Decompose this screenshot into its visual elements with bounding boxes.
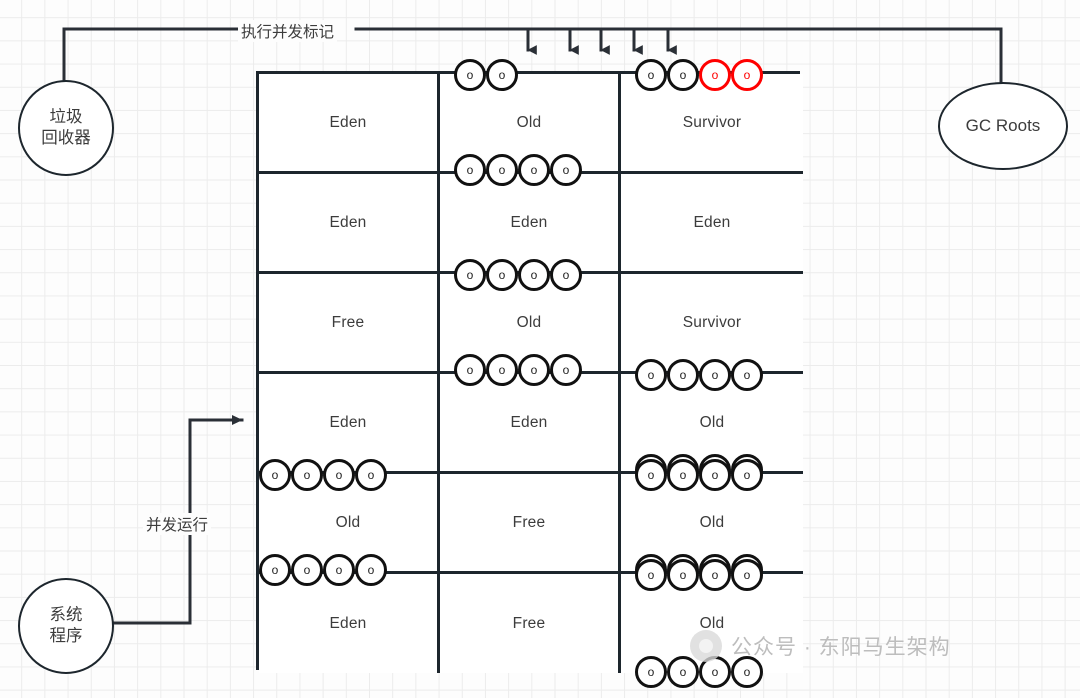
heap-cell-label: Eden — [510, 413, 548, 431]
collector-label-line1: 垃圾 — [49, 107, 83, 126]
object-icon: o — [454, 59, 486, 91]
heap-cell-label: Free — [512, 614, 546, 632]
heap-cell-label: Old — [516, 113, 542, 131]
heap-cell-r3-c3: Survivor — [621, 274, 803, 374]
heap-cell-label: Old — [699, 413, 725, 431]
object-icon: o — [635, 59, 667, 91]
heap-cell-r5-c2: Free — [440, 474, 621, 574]
object-icon: o — [667, 59, 699, 91]
heap-cell-label: Eden — [329, 213, 367, 231]
heap-cell-r6-c2: Free — [440, 574, 621, 673]
heap-cell-r4-c2: Eden — [440, 374, 621, 474]
heap-cell-label: Old — [335, 513, 361, 531]
heap-cell-r2-c1: Eden — [259, 174, 440, 274]
node-gc-roots[interactable]: GC Roots — [938, 82, 1068, 170]
object-icon: o — [731, 656, 763, 688]
heap-cell-label: Old — [699, 614, 725, 632]
heap-cell-label: Eden — [329, 113, 367, 131]
object-icon: o — [699, 656, 731, 688]
heap-cell-label: Free — [512, 513, 546, 531]
heap-cell-r1-c1: Eden — [259, 74, 440, 174]
heap-cell-label: Eden — [329, 614, 367, 632]
heap-cell-label: Old — [699, 513, 725, 531]
node-garbage-collector[interactable]: 垃圾 回收器 — [18, 80, 114, 176]
heap-cell-r4-c1: Eden — [259, 374, 440, 474]
heap-cell-r2-c2: Eden — [440, 174, 621, 274]
heap-cell-label: Eden — [329, 413, 367, 431]
heap-cell-label: Survivor — [682, 113, 742, 131]
heap-cell-r3-c1: Free — [259, 274, 440, 374]
node-system-program[interactable]: 系统 程序 — [18, 578, 114, 674]
heap-cell-r2-c3: Eden — [621, 174, 803, 274]
collector-label-line2: 回收器 — [41, 129, 91, 147]
system-program-label-line2: 程序 — [49, 627, 83, 645]
edge-label-concurrent-mark: 执行并发标记 — [238, 20, 338, 42]
heap-cell-r6-c1: Eden — [259, 574, 440, 673]
heap-cell-label: Eden — [693, 213, 731, 231]
marked-object-icon: o — [731, 59, 763, 91]
heap-cell-label: Free — [331, 313, 365, 331]
gc-roots-label: GC Roots — [965, 116, 1041, 135]
marked-object-icon: o — [699, 59, 731, 91]
object-icon: o — [635, 656, 667, 688]
heap-cell-label: Eden — [510, 213, 548, 231]
system-program-label-line1: 系统 — [49, 605, 83, 624]
heap-cell-label: Old — [516, 313, 542, 331]
heap-cell-label: Survivor — [682, 313, 742, 331]
edge-label-concurrent-run: 并发运行 — [143, 513, 212, 535]
object-icon: o — [486, 59, 518, 91]
object-icon: o — [667, 656, 699, 688]
